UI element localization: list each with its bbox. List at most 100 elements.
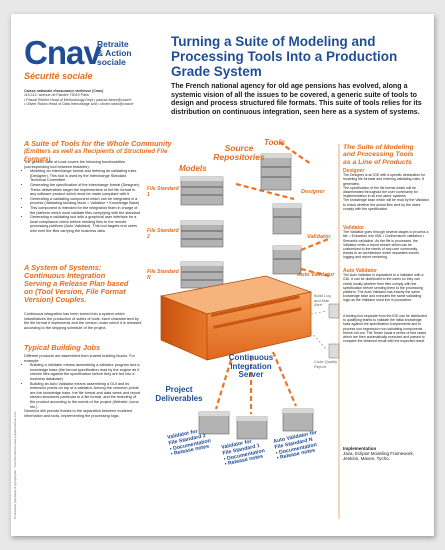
section-3-outro: Generics still provide thanks to the sep… [24,409,132,418]
right-title-line3: as a Line of Products [343,158,412,166]
org-contact-2: • Olivier Rosec Head of Data Interchange… [24,102,134,107]
models-label: Models [179,164,207,173]
right-validator-block: Validator The Validator goes through sev… [343,225,429,260]
stack-top [237,417,267,421]
list-item: Building an Auto Validator means assembl… [30,382,142,410]
section-2-title-line1: A System of Systems: [24,263,102,272]
section-2-title-line5: Version) Couples. [24,295,87,304]
deliverables [198,351,314,440]
file-standard-1-stack [180,176,224,206]
deliverables-line2: Deliverables [155,393,203,403]
stack-line [181,238,223,240]
stack-top [273,204,301,208]
flow-arrows [235,141,332,278]
section-1-title-line2: (Emitters as well as Recipients of Struc… [24,148,168,163]
code-quality-doc [328,343,340,359]
source-repos-line2: Repositories [213,152,265,162]
designer-item: The specification of the file format whi… [343,185,418,199]
arrow-build-log [310,310,328,315]
right-designer-block: Designer The Designer is an IDE with a s… [343,168,429,211]
right-title-line2: and Processing Tools [343,151,414,159]
logo-side-text: Retraite & Action sociale [97,40,132,67]
section-2-title: A System of Systems: Continuous Integrat… [24,264,149,304]
arrow-deliverable-1 [214,359,233,410]
logo-side-line1: Retraite [97,39,129,49]
stack-line [261,176,291,178]
section-3-body: Different products are assembled from sh… [24,354,142,418]
arrow-models-to-ci [235,182,295,201]
arrow-tools-designer [278,141,312,165]
stack-top [181,262,223,266]
ci-box-front [206,291,312,361]
stack-top [261,154,291,158]
ci-line2: Integration [230,361,272,371]
designer-text: The Designer is an IDE with a specific d… [343,173,426,186]
file-standard-n-label: File Standard N [147,269,179,281]
ci-server-label: Continuous Integration Server [214,353,288,380]
section-3-list: Building a Validator means assembling a … [24,363,142,409]
stack-line [273,216,301,218]
logo-subtitle: Sécurité sociale [24,71,93,81]
architecture-diagram [159,141,340,519]
validator-stack [272,203,302,235]
stack-line [181,194,223,196]
poster-intro: The French national agency for old age p… [171,82,422,116]
source-repositories-label: Source Repositories [209,144,269,162]
build-log-label: Build Log and Mail Alert [314,293,331,307]
stack-line [181,279,223,281]
tool-stacks [260,153,302,275]
model-stacks [180,176,224,289]
arrow-deliverable-3 [271,351,298,407]
poster-title: Turning a Suite of Modeling and Processi… [171,34,398,79]
cnav-logo: Cnav Retraite & Action sociale Sécurité … [24,36,164,81]
designer-heading: Designer [343,168,365,174]
list-item: Building a Validator means assembling a … [30,363,142,381]
section-2-title-line2: Continuous Integration [24,271,106,280]
right-title-line1: The Suite of Modeling [343,144,414,151]
validator-heading: Validator [343,225,365,231]
tools-label: Tools [264,138,286,147]
ci-box-slot [211,295,300,317]
designer-stack [260,153,292,191]
right-auto-validator-block: Auto Validator The Auto Validator is equ… [343,268,429,303]
implementation-text: Java, Eclipse Modeling Framework, Jenkin… [343,451,415,462]
stack-line [181,186,223,188]
org-name: Caisse nationale d'assurance vieillesse … [24,89,104,93]
org-contact-1: • Pascal Rivière Head of Methodology Dep… [24,97,132,102]
poster: Cnav Retraite & Action sociale Sécurité … [11,14,434,536]
section-2-title-line3: Serving a Release Plan based [24,279,129,288]
code-quality-label: Code Quality Report [314,359,338,369]
right-title: The Suite of Modeling and Processing Too… [343,144,431,166]
source-repos-line1: Source [224,143,254,153]
logo-side-line2: & Action [97,48,132,58]
organization-info: Caisse nationale d'assurance vieillesse … [24,89,174,107]
file-standard-n-stack [180,261,224,289]
list-item: Generating a validating tool with a grap… [30,215,142,233]
stack-top [283,409,313,413]
section-2-title-line4: on (Tool Version, File Format [24,287,126,296]
stack-top [181,177,223,181]
designer-item: The knowledge base which will be read by… [343,198,429,211]
project-deliverables-label: Project Deliverables [154,385,204,403]
implementation-title: Implementation [343,446,377,451]
stack-line [181,230,223,232]
ci-line3: Server [238,370,264,379]
section-3-intro: Different products are assembled from sh… [24,354,135,363]
section-1-title-line1: A Suite of Tools for the Whole Community [24,139,172,148]
stack-line [273,258,301,260]
validator-label: Validator [307,234,331,240]
stack-line [181,271,223,273]
designer-label: Designer [301,189,325,195]
file-standard-2-stack [180,220,224,248]
stack-top [181,221,223,225]
list-item: This component is intended for the integ… [30,206,142,215]
stack-top [199,412,229,416]
file-standard-1-label: File Standard 1 [147,186,179,198]
section-1-list: Modeling an interchange format and defin… [24,169,142,233]
section-1-body: The generic suite of tools covers the fo… [24,160,142,234]
section-1-title: A Suite of Tools for the Whole Community… [24,140,184,164]
side-outputs [310,303,340,359]
section-1-intro: The generic suite of tools covers the fo… [24,160,125,169]
auto-validator-text: The Auto Validator is equivalent to a Va… [343,273,424,303]
validator-text: The Validator goes through several stage… [343,230,429,260]
